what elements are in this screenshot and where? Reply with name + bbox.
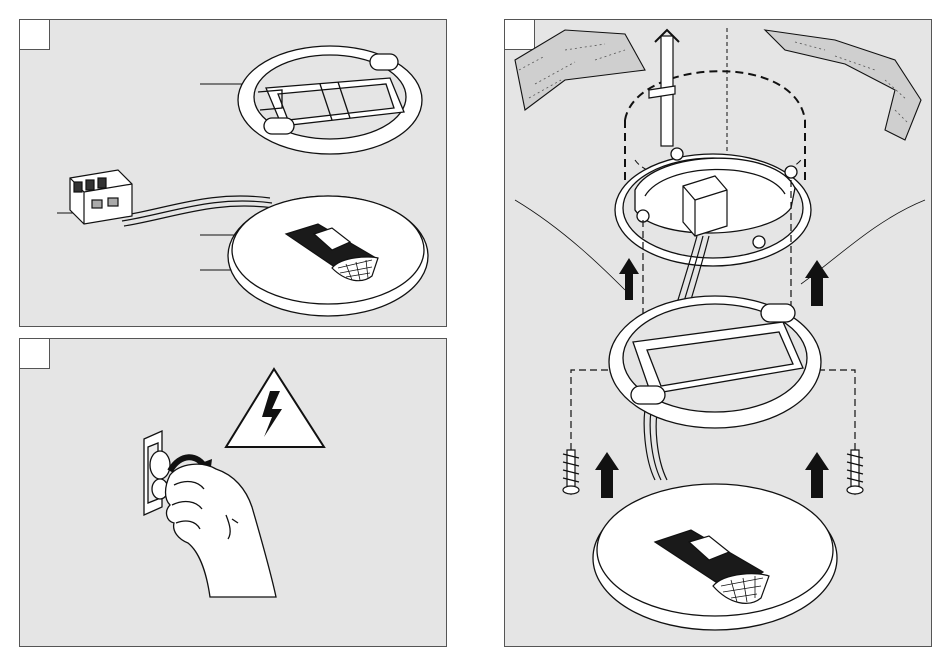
wall-switch <box>144 431 170 515</box>
components-drawing <box>20 20 448 328</box>
screw <box>563 450 579 494</box>
terminal-block <box>70 170 132 224</box>
terminal-block-ceiling <box>683 176 727 236</box>
power-off-panel <box>19 338 447 647</box>
components-panel <box>19 19 447 327</box>
mounting-drawing <box>505 20 933 648</box>
mounting-plate <box>609 296 821 428</box>
screw <box>847 450 863 494</box>
mounting-panel <box>504 19 932 647</box>
mounting-plate <box>238 46 422 154</box>
threaded-rod <box>649 30 679 146</box>
hand <box>166 464 277 597</box>
ceiling <box>515 30 921 140</box>
power-off-drawing <box>20 339 448 648</box>
warning-high-voltage-icon <box>226 369 324 447</box>
